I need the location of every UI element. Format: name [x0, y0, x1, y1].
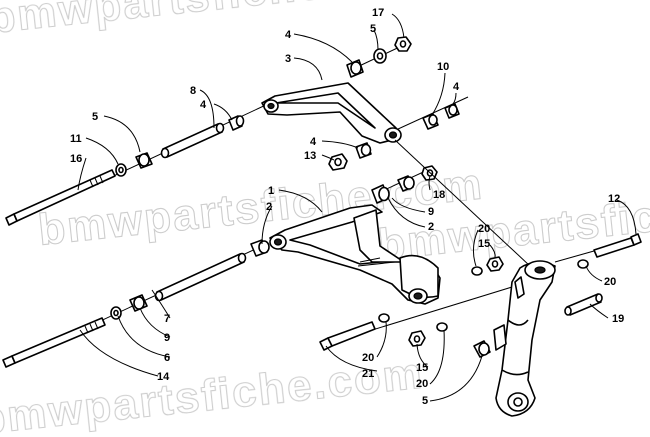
callout-3: 3: [285, 53, 291, 65]
lower-rear-bolt: [319, 321, 376, 351]
lower-top-nut-18: [421, 165, 438, 181]
callout-20: 20: [416, 378, 428, 390]
callout-9: 9: [428, 206, 434, 218]
upper-lower-bushing: [355, 142, 372, 159]
callout-21: 21: [362, 368, 374, 380]
spindle-link-line: [394, 139, 546, 281]
callout-15: 15: [416, 362, 428, 374]
spindle-pin-19: [564, 293, 603, 316]
callout-9: 9: [164, 332, 170, 344]
callout-4: 4: [285, 29, 292, 41]
callout-13: 13: [304, 150, 316, 162]
lower-arm-bushing-left: [250, 239, 270, 257]
lower-nut-15: [408, 330, 426, 347]
callout-15: 15: [478, 238, 490, 250]
upper-a-arm: [261, 82, 402, 144]
upper-lower-nut: [328, 153, 348, 171]
callout-11: 11: [70, 133, 82, 145]
callout-1: 1: [268, 185, 274, 197]
upper-rear-bushing-10: [422, 113, 439, 130]
callout-10: 10: [437, 61, 449, 73]
callout-6: 6: [164, 352, 170, 364]
callout-2: 2: [266, 201, 272, 213]
callout-20: 20: [478, 223, 490, 235]
lower-a-arm: [269, 204, 441, 305]
leader-lines: [77, 13, 637, 402]
callout-2: 2: [428, 221, 434, 233]
callout-18: 18: [433, 189, 445, 201]
callout-8: 8: [190, 85, 196, 97]
callout-14: 14: [157, 371, 170, 383]
upper-bushing: [135, 152, 153, 169]
upper-sleeve: [160, 122, 225, 159]
lower-bolt: [2, 317, 106, 368]
callout-5: 5: [370, 23, 376, 35]
middle-washer-20: [471, 266, 483, 276]
lower-bushing-5: [473, 340, 491, 358]
callout-17: 17: [372, 7, 384, 19]
spindle-washer-20: [577, 259, 589, 269]
spindle-bolt-12: [554, 233, 642, 263]
callout-4: 4: [200, 99, 207, 111]
callout-7: 7: [164, 313, 170, 325]
callout-19: 19: [612, 313, 624, 325]
callout-20: 20: [362, 352, 374, 364]
lower-rear-washer: [378, 313, 390, 323]
callout-5: 5: [422, 395, 428, 407]
callout-5: 5: [92, 111, 98, 123]
upper-top-bushing: [346, 59, 364, 78]
callout-4: 4: [310, 136, 317, 148]
callout-12: 12: [608, 193, 620, 205]
callout-labels: 17 5 4 3 8 4 5 11 16 10 4 4 13 1 2 18 9 …: [70, 7, 624, 407]
lower-washer-20: [436, 322, 448, 332]
callout-16: 16: [70, 153, 82, 165]
lower-top-bushing-9: [397, 175, 415, 192]
lower-sleeve: [154, 252, 247, 302]
upper-top-washer: [373, 48, 387, 64]
lower-bushing: [129, 294, 148, 312]
callout-4: 4: [453, 81, 460, 93]
callout-20: 20: [604, 276, 616, 288]
middle-nut-15: [486, 256, 504, 272]
spindle: [493, 260, 556, 417]
upper-top-nut: [394, 36, 412, 52]
upper-rear-bushing-4: [444, 103, 460, 119]
svg-text:bmwpartsfiche.com: bmwpartsfiche.com: [0, 0, 436, 43]
